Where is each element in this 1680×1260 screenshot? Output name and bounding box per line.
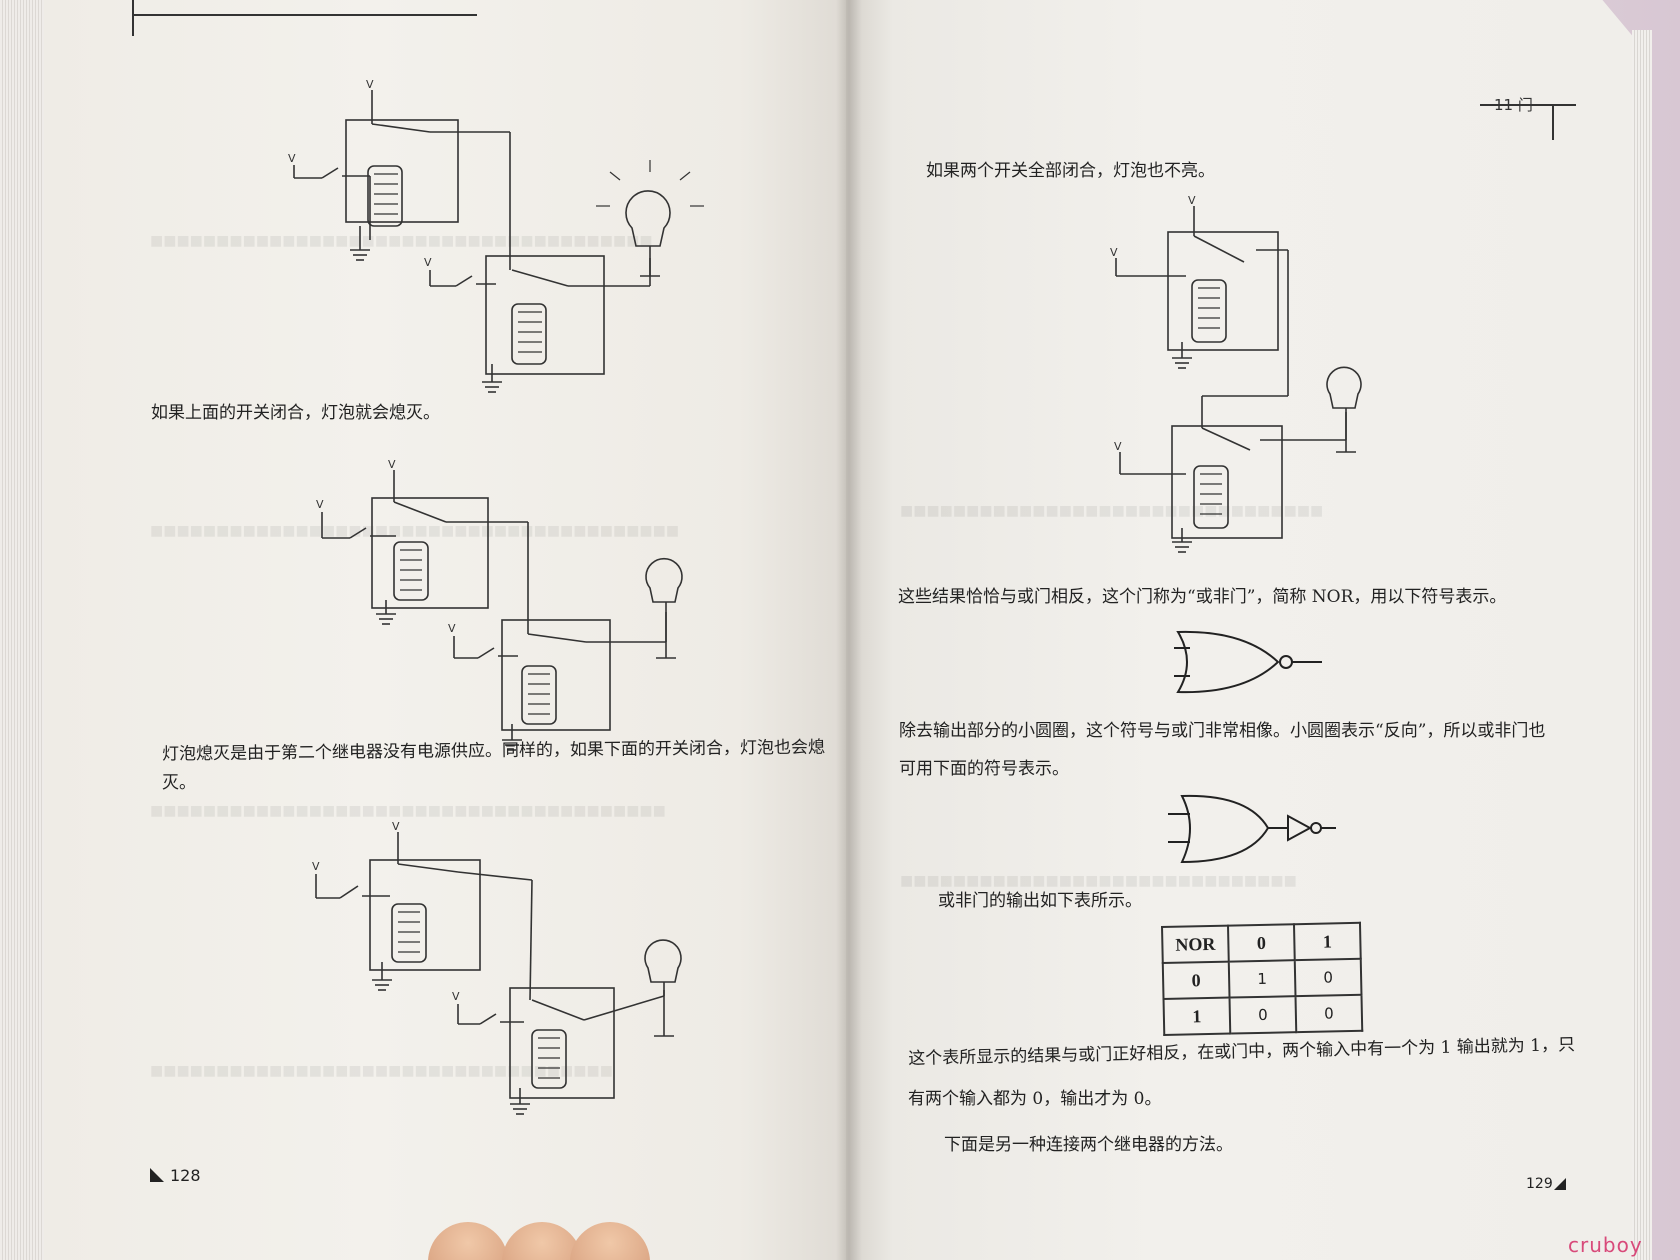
watermark: cruboy (1568, 1233, 1643, 1257)
supply-label: V (392, 820, 400, 833)
show-through-text: ■■■■■■■■■■■■■■■■■■■■■■■■■■■■■■■■■■■■■■■■ (150, 523, 680, 539)
truth-table-cell: 0 (1295, 994, 1363, 1033)
supply-label: V (448, 622, 456, 635)
truth-table-col-header: 0 (1228, 924, 1295, 962)
supply-label: V (1114, 440, 1122, 453)
supply-label: V (1188, 194, 1196, 207)
supply-label: V (1110, 246, 1118, 259)
truth-table-cell: 0 (1294, 958, 1362, 997)
truth-table-row-header: 0 (1162, 961, 1230, 999)
caption-invert-circle-2: 可用下面的符号表示。 (899, 759, 1069, 779)
chapter-header-rule (1480, 104, 1576, 106)
left-header-rule (132, 0, 477, 16)
truth-table-row-header: 1 (1163, 997, 1231, 1035)
truth-table-cell: 1 (1228, 960, 1296, 998)
caption-nor-definition: 这些结果恰恰与或门相反，这个门称为“或非门”，简称 NOR，用以下符号表示。 (898, 587, 1507, 607)
caption-another-method: 下面是另一种连接两个继电器的方法。 (944, 1135, 1233, 1155)
show-through-text: ■■■■■■■■■■■■■■■■■■■■■■■■■■■■■■■■ (900, 503, 1324, 519)
show-through-text: ■■■■■■■■■■■■■■■■■■■■■■■■■■■■■■■■■■■■■■■ (150, 803, 666, 819)
show-through-text: ■■■■■■■■■■■■■■■■■■■■■■■■■■■■■■ (900, 873, 1297, 889)
supply-label: V (424, 256, 432, 269)
caption-result-2: 有两个输入都为 0，输出才为 0。 (908, 1089, 1162, 1109)
supply-label: V (288, 152, 296, 165)
relay-circuit-diagram-2: V V V (316, 458, 683, 751)
left-header-rule-vertical (132, 0, 134, 36)
nor-gate-symbol (1174, 630, 1322, 694)
left-page (44, 0, 862, 1260)
page-number-right: 129 (1526, 1176, 1553, 1192)
truth-table-corner: NOR (1162, 925, 1229, 963)
supply-label: V (316, 498, 324, 511)
caption-both-closed: 如果两个开关全部闭合，灯泡也不亮。 (926, 161, 1215, 181)
page-corner-triangle (1554, 1178, 1566, 1190)
supply-label: V (312, 860, 320, 873)
supply-label: V (452, 990, 460, 1003)
fingertips (420, 1222, 650, 1260)
caption-invert-circle-1: 除去输出部分的小圆圈，这个符号与或门非常相像。小圆圈表示“反向”，所以或非门也 (899, 721, 1546, 741)
caption-upper-switch: 如果上面的开关闭合，灯泡就会熄灭。 (151, 403, 440, 423)
relay-circuit-diagram-3: V V V (312, 820, 682, 1115)
book-gutter-shadow (836, 0, 862, 1260)
caption-relay-no-power-2: 灭。 (162, 773, 196, 793)
right-page (846, 0, 1634, 1260)
show-through-text: ■■■■■■■■■■■■■■■■■■■■■■■■■■■■■■■■■■■ (150, 1063, 613, 1079)
supply-label: V (366, 78, 374, 91)
chapter-header-rule-vertical (1552, 104, 1554, 140)
relay-circuit-diagram-1: V V V (288, 78, 704, 393)
truth-table-col-header: 1 (1293, 922, 1361, 961)
truth-table-cell: 0 (1229, 996, 1297, 1034)
supply-label: V (388, 458, 396, 471)
caption-table-intro: 或非门的输出如下表所示。 (938, 891, 1142, 911)
right-page-edges (1632, 30, 1652, 1260)
nor-truth-table: NOR 0 1 0 1 0 1 0 0 (1161, 922, 1363, 1036)
page-corner-triangle (150, 1168, 164, 1182)
relay-circuit-diagram-4: V V V (1110, 194, 1362, 553)
show-through-text: ■■■■■■■■■■■■■■■■■■■■■■■■■■■■■■■■■■■■■■ (150, 233, 653, 249)
or-with-inverter-symbol (1168, 794, 1336, 864)
page-number-left: 128 (170, 1166, 201, 1185)
